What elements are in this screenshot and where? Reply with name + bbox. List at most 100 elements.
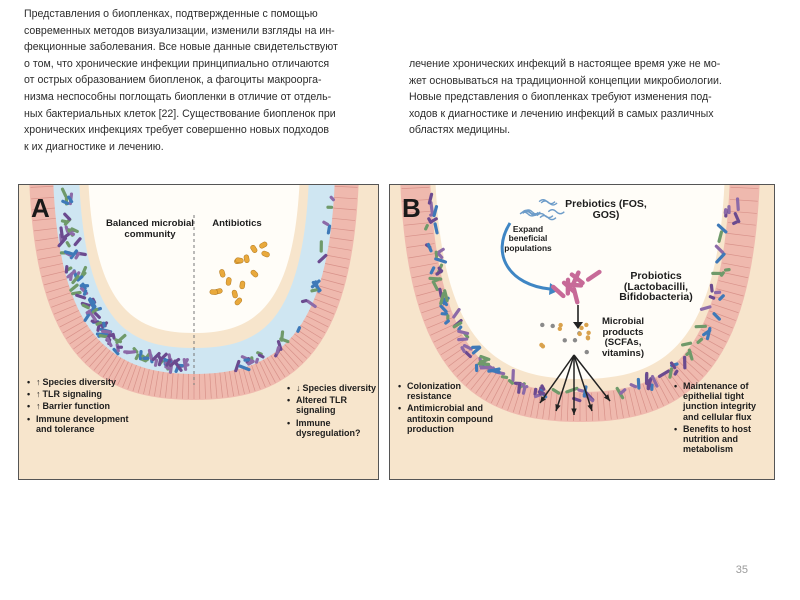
bacterium (727, 205, 731, 215)
bacterium (452, 321, 463, 329)
epithelial-cell (730, 186, 759, 189)
bacterium-body (75, 293, 87, 300)
prebiotic-fiber (522, 210, 540, 217)
bacterium (73, 237, 82, 247)
bacterium (696, 337, 704, 344)
probiotics-label: Probiotics (Lactobacilli, Bifidobacteria… (619, 270, 693, 303)
product-molecule (540, 344, 546, 349)
bacterium-body (123, 350, 132, 354)
bacterium (430, 217, 438, 224)
epithelial-cell (44, 277, 72, 286)
epithelial-cell (98, 350, 116, 375)
bacterium (718, 294, 725, 301)
product-molecule (584, 349, 589, 355)
bacterium (93, 312, 101, 319)
epithelial-cell (711, 303, 739, 314)
epithelial-cell (718, 280, 746, 288)
bacterium (669, 361, 677, 370)
bacterium (431, 280, 439, 292)
bacterium-body (112, 347, 120, 356)
probiotic-bacterium (585, 269, 602, 282)
epithelial-cell (242, 365, 251, 393)
probiotic-bacterium (550, 284, 566, 299)
effect-text: Barrier function (42, 401, 111, 412)
bacterium (116, 345, 124, 349)
up-arrow-icon: ↑ (36, 389, 41, 400)
bacterium (650, 374, 659, 388)
epithelial-cell (46, 284, 74, 294)
bacterium (446, 314, 450, 321)
bacterium-body (254, 357, 259, 364)
bacterium (76, 275, 84, 282)
bacterium-body (183, 358, 189, 365)
bacterium (60, 187, 68, 198)
bacterium-body (105, 336, 113, 348)
epithelial-cell (560, 392, 564, 421)
bacterium (75, 293, 87, 300)
bacterium-body (164, 365, 170, 370)
bacterium (80, 265, 88, 279)
bacterium (432, 205, 439, 218)
bacterium-body (668, 367, 674, 379)
epithelial-cell (716, 288, 744, 297)
bacterium (714, 244, 725, 255)
bacterium-body (439, 304, 448, 314)
bacterium (87, 298, 97, 311)
text-line: к их диагностике и лечению. (24, 140, 164, 153)
bacterium (59, 226, 64, 239)
bacterium (723, 268, 731, 272)
bacterium-body (457, 337, 469, 342)
bacterium-body (452, 307, 461, 319)
bacterium (173, 360, 183, 372)
epithelial-cell (38, 253, 66, 260)
panel-a-left-effects: ↑Species diversity↑TLR signaling↑Barrier… (27, 377, 145, 436)
bacterium (712, 312, 721, 321)
antibiotic-pill (261, 250, 270, 258)
bacterium-body (517, 383, 522, 394)
bacterium-body (433, 222, 439, 235)
bacterium (71, 274, 80, 285)
bacterium (735, 197, 740, 212)
epithelial-cell (725, 243, 754, 248)
bacterium (723, 208, 728, 215)
bacterium-body (464, 350, 472, 359)
epithelial-cell (80, 339, 103, 359)
bacterium (105, 336, 113, 348)
bacterium-body (80, 301, 91, 308)
text-line: ных бактериальных клеток [22]. Существов… (24, 107, 336, 120)
bacterium-body (319, 240, 323, 253)
antibiotic-pill (250, 244, 258, 253)
epithelial-cell (250, 362, 261, 390)
epithelial-cell (288, 335, 312, 355)
antibiotics-label: Antibiotics (212, 218, 262, 229)
pill-body (259, 241, 268, 249)
product-molecule (586, 330, 591, 336)
epithelial-cell (421, 303, 449, 314)
bacterium-body (69, 231, 76, 236)
epithelial-cell (602, 392, 606, 421)
bacterium-body (238, 364, 251, 372)
epithelial-cell (291, 331, 315, 350)
bacterium (70, 227, 79, 234)
bacterium-body (457, 329, 470, 335)
bacterium-body (462, 344, 473, 351)
bacterium (709, 283, 714, 293)
bacterium-body (696, 337, 704, 344)
bacterium-body (629, 383, 638, 389)
bacterium (511, 369, 515, 383)
up-arrow-icon: ↑ (36, 377, 41, 387)
bacterium (138, 350, 143, 361)
bacterium-body (82, 289, 88, 296)
bacterium-body (723, 208, 728, 215)
bacterium (102, 321, 106, 328)
bacterium-body (430, 217, 438, 224)
effect-item: Antimicrobial and antitoxin compound pro… (398, 403, 504, 434)
bacterium (96, 325, 101, 332)
bacterium-body (57, 236, 68, 248)
epithelial-cell (159, 369, 164, 397)
bacterium-body (551, 388, 561, 395)
bacterium-body (60, 231, 72, 241)
text-line: лечение хронических инфекций в настоящее… (409, 58, 721, 70)
antibiotic-pill (225, 277, 232, 286)
bacterium-body (673, 369, 679, 376)
